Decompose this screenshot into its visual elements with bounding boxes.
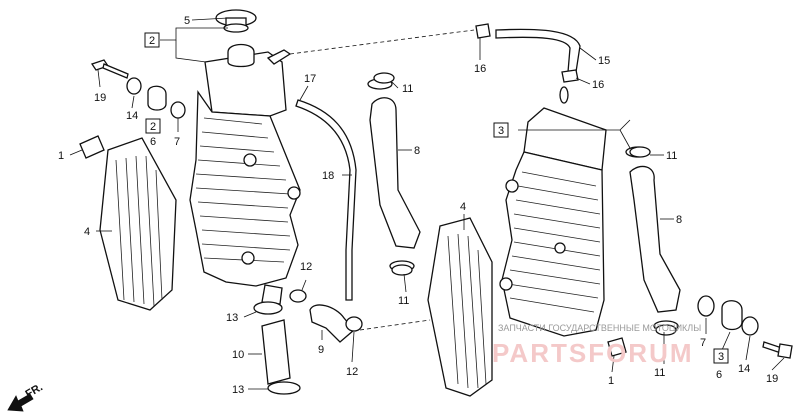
- label-4-mid: 4: [460, 201, 466, 213]
- watermark-line1: ЗАПЧАСТИ ГОСУДАРСТВЕННЫЕ МОТОЦИКЛЫ: [498, 323, 701, 333]
- label-10: 10: [232, 349, 244, 361]
- label-13-top: 13: [226, 312, 238, 324]
- label-11-top: 11: [402, 83, 413, 95]
- label-16-right: 16: [592, 79, 604, 91]
- label-11-right: 11: [666, 150, 677, 162]
- label-12-bottom: 12: [346, 366, 358, 378]
- label-9: 9: [318, 344, 324, 356]
- label-2-mid: 2: [150, 121, 156, 133]
- watermark: ЗАПЧАСТИ ГОСУДАРСТВЕННЫЕ МОТОЦИКЛЫ PARTS…: [492, 323, 701, 368]
- part-labels: 5 2 19 14 2 6 7 1 4 17 18 16 15 16 11 8 …: [58, 15, 778, 396]
- front-direction-indicator: FR.: [7, 381, 45, 412]
- label-2-top: 2: [149, 35, 155, 47]
- left-radiator-shroud: [79, 135, 177, 311]
- watermark-line2: PARTSFORUM: [492, 338, 694, 368]
- label-16-top: 16: [474, 63, 486, 75]
- overflow-tube: [295, 99, 357, 301]
- label-8-right: 8: [676, 214, 682, 226]
- label-19-right: 19: [766, 373, 778, 385]
- label-1-left: 1: [58, 150, 64, 162]
- box-2-top: [144, 32, 160, 48]
- upper-hose-right: [629, 165, 681, 313]
- label-8-left: 8: [414, 145, 420, 157]
- label-1-right: 1: [608, 375, 614, 387]
- label-14-right: 14: [738, 363, 750, 375]
- lower-hose-9: [309, 304, 355, 343]
- lower-hose-10: [261, 319, 291, 385]
- bypass-hose: [495, 28, 581, 73]
- leader-lines: [69, 17, 785, 390]
- label-3-right: 3: [498, 125, 504, 137]
- radiator-cap: [215, 9, 257, 33]
- front-label: FR.: [24, 381, 45, 400]
- right-mounting-hardware: [607, 295, 793, 359]
- right-radiator-shroud: [427, 217, 493, 397]
- label-4-left: 4: [84, 226, 90, 238]
- label-11-mid: 11: [398, 295, 409, 307]
- label-11-bottom: 11: [654, 367, 665, 379]
- label-6-right: 6: [716, 369, 722, 381]
- label-12-top: 12: [300, 261, 312, 273]
- label-18: 18: [322, 170, 334, 182]
- box-2-mid: [145, 118, 161, 134]
- label-7-right: 7: [700, 337, 706, 349]
- label-13-bottom: 13: [232, 384, 244, 396]
- label-7-left: 7: [174, 136, 180, 148]
- front-arrow-icon: [7, 393, 34, 412]
- label-17: 17: [304, 73, 316, 85]
- label-5: 5: [184, 15, 190, 27]
- label-19-left: 19: [94, 92, 106, 104]
- left-radiator: [189, 43, 301, 305]
- label-3-bottom: 3: [718, 351, 724, 363]
- label-15: 15: [598, 55, 610, 67]
- label-6-left: 6: [150, 136, 156, 148]
- box-3-right: [493, 122, 509, 138]
- right-radiator: [499, 107, 607, 337]
- upper-hose-left: [369, 97, 421, 249]
- label-14-left: 14: [126, 110, 138, 122]
- left-mounting-hardware: [90, 59, 186, 119]
- box-3-bottom: [713, 348, 729, 364]
